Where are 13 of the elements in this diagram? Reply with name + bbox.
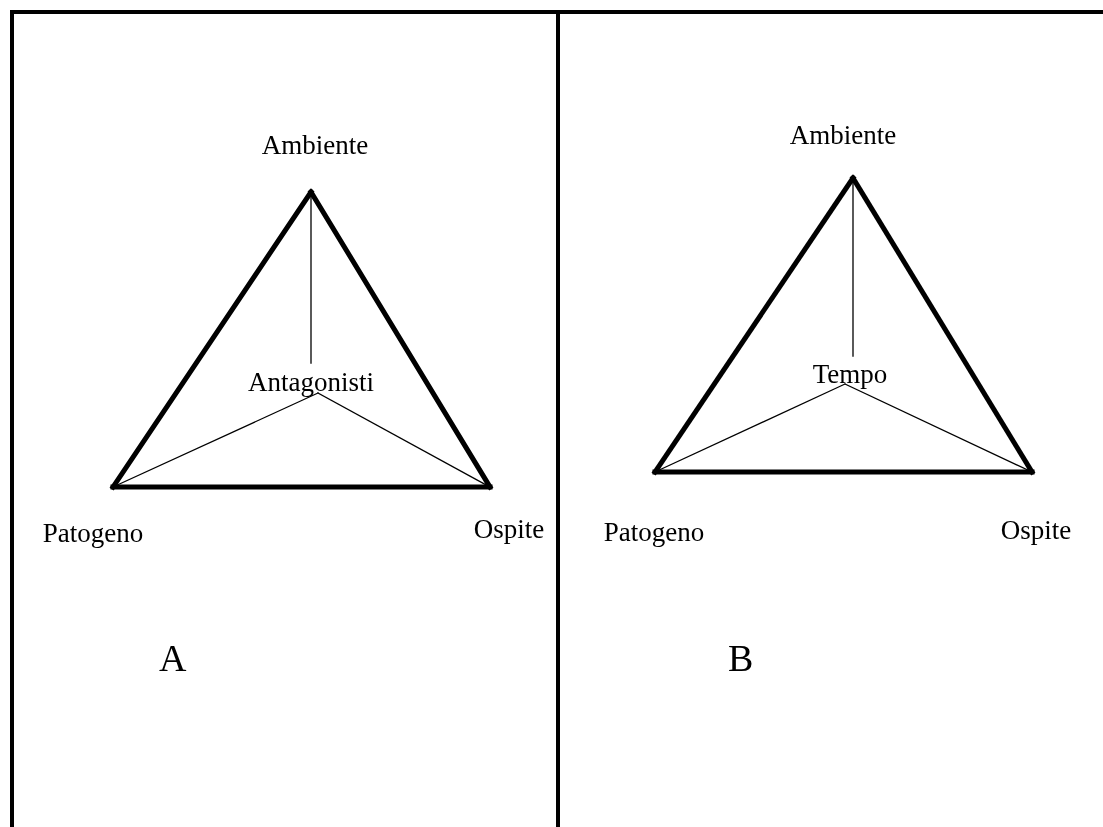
triangle-side [652,469,1035,475]
vertex-label: Antagonisti [248,368,374,396]
vertex-label: Ambiente [261,132,369,159]
vertex-label: Ospite [473,516,545,543]
panel-letter: B [728,639,754,677]
vertex-label: Ambiente [789,122,897,149]
vertex-label: Patogeno [603,519,705,546]
panel-frame [10,10,560,827]
vertex-label: Tempo [812,360,888,388]
vertex-label: Patogeno [42,520,144,547]
panel-letter: A [159,639,187,677]
vertex-label: Ospite [1000,517,1072,544]
triangle-side [110,484,493,490]
